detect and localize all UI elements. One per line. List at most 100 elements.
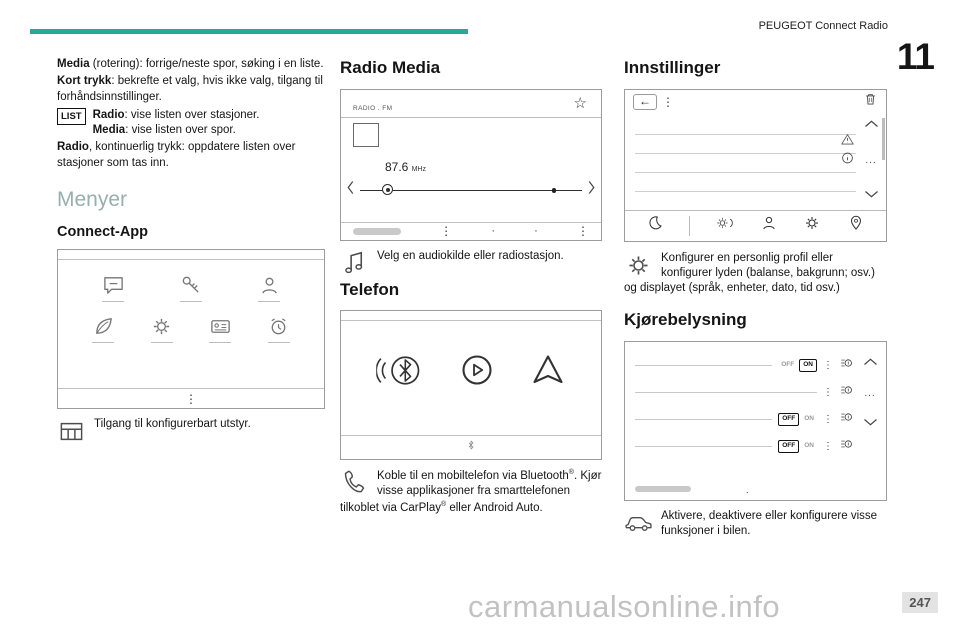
tuner-slider [346, 180, 596, 200]
app-icon-row [74, 315, 308, 344]
list-button-description: Radio: vise listen over stasjoner. Media… [93, 108, 260, 139]
headlight-icon [839, 356, 854, 375]
more-options-icon: ⋮ [576, 224, 589, 239]
frequency-readout: 87.6 MHz [385, 160, 426, 176]
header-title: PEUGEOT Connect Radio [758, 20, 888, 32]
scroll-rail: ... [860, 356, 880, 432]
bold-lead: Media [92, 124, 126, 137]
scroll-indicator [635, 486, 691, 493]
app-label-line [102, 301, 124, 303]
caption-text: eller Android Auto. [446, 501, 543, 514]
headlight-icon [839, 410, 854, 429]
favorite-star-icon: ☆ [573, 94, 587, 112]
paragraph-short-press: Kort trykk: bekrefte et valg, hvis ikke … [57, 74, 325, 105]
chevron-right-icon [587, 180, 596, 200]
caption-text: Tilgang til konfigurerbart utstyr. [94, 418, 251, 431]
settings-list: ... [625, 114, 886, 209]
screen-bottombar: ⋮ [58, 388, 324, 408]
scroll-indicator [353, 227, 401, 235]
toggle-on-label: ON [804, 442, 814, 450]
carplay-icon [459, 352, 495, 393]
night-mode-icon [646, 214, 664, 237]
warning-triangle-icon [841, 133, 854, 150]
toggle-on-label: ON [804, 415, 814, 423]
headlight-icon [839, 383, 854, 402]
bold-lead: Kort trykk [57, 75, 112, 88]
chevron-down-icon [863, 417, 878, 432]
back-arrow-icon: ← [633, 93, 657, 110]
app-label-line [209, 342, 232, 344]
phone-connect-icon [340, 469, 369, 496]
tuner-knob [382, 184, 393, 196]
screen-bottombar: ⋮ · · ⋮ [341, 221, 601, 240]
caption-text: Velg en audiokilde eller radiostasjon. [377, 249, 564, 262]
screen-statusbar [58, 250, 324, 261]
chapter-number: 11 [896, 36, 935, 77]
list-line-radio: Radio: vise listen over stasjoner. [93, 108, 260, 123]
trash-icon [863, 91, 878, 112]
kjorebelysning-caption: Aktivere, deaktivere eller konfigurere v… [624, 509, 887, 540]
paragraph-text: , kontinuerlig trykk: oppdatere listen o… [57, 141, 296, 169]
screen-statusbar [341, 311, 601, 322]
settings-row [635, 135, 856, 154]
toggle-off-label: OFF [778, 413, 800, 426]
column-right: Innstillinger ← ⋮ ... [624, 57, 887, 553]
chevron-up-icon [864, 118, 879, 133]
label-line [635, 446, 773, 448]
paragraph-media-rotate: Media (rotering): forrige/neste spor, sø… [57, 57, 325, 72]
innstillinger-screenshot: ← ⋮ ... [624, 88, 887, 242]
list-button-icon: LIST [57, 107, 86, 126]
page-dot: . [745, 484, 749, 496]
paragraph-text: (rotering): forrige/neste spor, søking i… [89, 58, 324, 70]
connect-app-screenshot: ⋮ [57, 249, 325, 410]
bold-lead: Media [57, 58, 90, 70]
telefon-screenshot [340, 310, 602, 461]
chevron-up-icon [863, 356, 878, 371]
caption-text: Konfigurer en personlig profil eller kon… [624, 251, 875, 295]
brightness-icon [716, 214, 734, 237]
list-button-row: LIST Radio: vise listen over stasjoner. … [57, 107, 325, 139]
album-art-placeholder [353, 122, 379, 147]
app-label-line [267, 342, 290, 344]
caption-text: Koble til en mobiltelefon via Bluetooth [377, 470, 569, 483]
screen-bottombar [341, 435, 601, 459]
paragraph-text: : vise listen over spor. [125, 124, 236, 137]
car-icon [624, 510, 653, 537]
bold-lead: Radio [57, 141, 89, 154]
heading-innstillinger: Innstillinger [624, 58, 721, 77]
settings-header: ← ⋮ [625, 90, 886, 114]
on-off-toggle: OFF ON [778, 413, 817, 426]
more-options-icon: ⋮ [823, 413, 833, 425]
lighting-row: ⋮ [635, 379, 854, 406]
section-heading-menyer: Menyer [57, 187, 128, 211]
caption-text: . Kjør visse applikasjoner fra smarttele… [340, 470, 602, 514]
settings-row [635, 116, 856, 135]
more-options-icon: ⋮ [823, 386, 833, 398]
column-middle: Radio Media RADIO . FM ☆ 87.6 MHz [340, 57, 602, 529]
more-options-icon: ⋮ [185, 391, 197, 406]
settings-gear-icon [803, 214, 821, 237]
tuner-track [360, 183, 582, 197]
app-label-line [180, 301, 202, 303]
gear-icon [150, 315, 173, 344]
ellipsis-indicator: ... [864, 388, 876, 400]
configurable-equipment-icon [57, 418, 86, 445]
heading-kjorebelysning: Kjørebelysning [624, 310, 747, 330]
app-label-line [92, 342, 115, 344]
toggle-off-label: OFF [781, 361, 795, 369]
heading-telefon: Telefon [340, 279, 400, 299]
label-line [635, 392, 817, 394]
app-label-line [258, 301, 280, 303]
id-card-icon [209, 315, 232, 344]
frequency-value: 87.6 [385, 159, 409, 174]
tuner-mark [551, 188, 556, 193]
toggle-off-label: OFF [778, 440, 800, 453]
eco-leaf-icon [92, 315, 115, 344]
bold-lead: Radio [92, 108, 125, 121]
ellipsis-indicator: ... [865, 155, 877, 167]
connect-app-caption: Tilgang til konfigurerbart utstyr. [57, 417, 325, 432]
caption-text: Aktivere, deaktivere eller konfigurere v… [661, 510, 878, 538]
